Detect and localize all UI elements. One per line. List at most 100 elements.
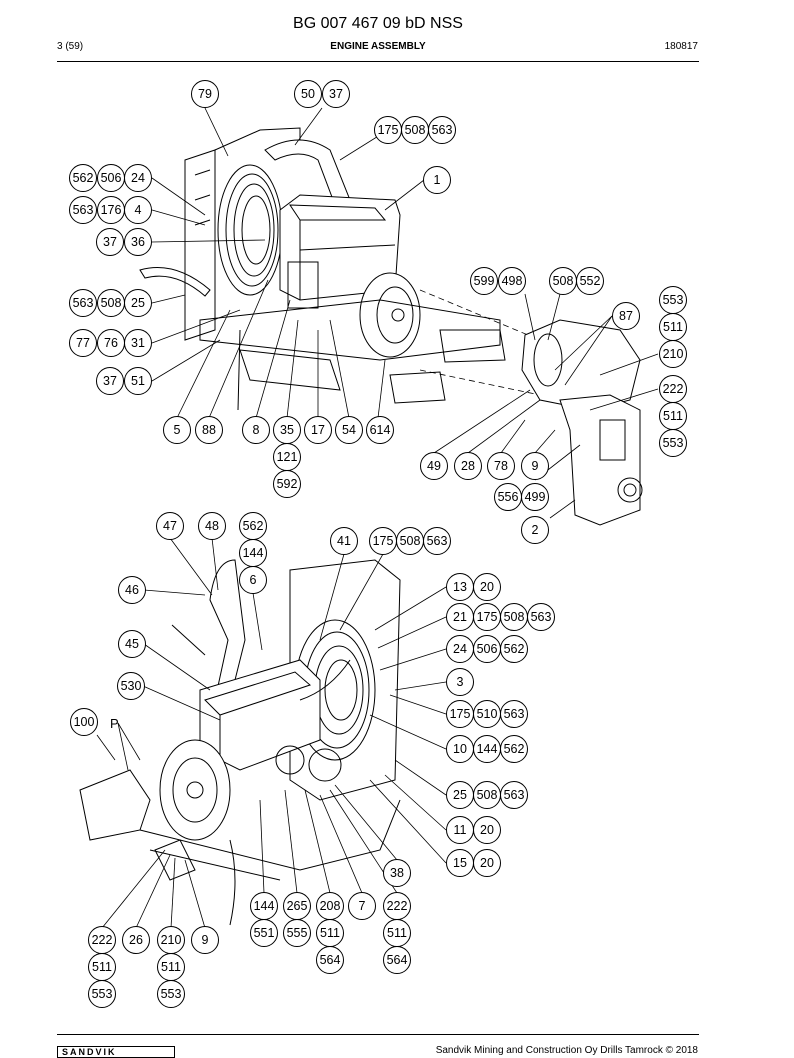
callout-number: 87 xyxy=(619,309,633,323)
callout-number: 13 xyxy=(453,580,467,594)
top-callout-175: 175 xyxy=(374,116,402,144)
header-rule xyxy=(57,61,699,62)
callout-number: 3 xyxy=(457,675,464,689)
callout-number: 563 xyxy=(73,203,94,217)
bottom-callout-144: 144 xyxy=(250,892,278,920)
callout-circle xyxy=(191,926,219,954)
callout-number: 511 xyxy=(161,960,181,974)
callout-number: 511 xyxy=(387,926,407,940)
callout-number: 28 xyxy=(461,459,475,473)
bottom-callout-9: 9 xyxy=(191,926,219,954)
top-callout-1: 1 xyxy=(423,166,451,194)
callout-circle xyxy=(124,289,152,317)
top-callout-25: 25 xyxy=(124,289,152,317)
bottom-callout-510: 510 xyxy=(473,700,501,728)
top-callout-5: 5 xyxy=(163,416,191,444)
top-callout-506: 506 xyxy=(97,164,125,192)
bottom-callout-210: 210 xyxy=(157,926,185,954)
bottom-callout-20: 20 xyxy=(473,849,501,877)
callout-number: 38 xyxy=(390,866,404,880)
bottom-callout-511: 511 xyxy=(157,953,185,981)
callout-number: 553 xyxy=(663,436,684,450)
top-callout-37: 37 xyxy=(322,80,350,108)
callout-number: 11 xyxy=(454,823,467,837)
top-callout-17: 17 xyxy=(304,416,332,444)
callout-circle xyxy=(88,980,116,1008)
bottom-callout-3: 3 xyxy=(446,668,474,696)
top-callout-563: 563 xyxy=(428,116,456,144)
callout-circle xyxy=(423,527,451,555)
callout-number: 564 xyxy=(320,953,341,967)
callout-number: 10 xyxy=(453,742,467,756)
callout-circle xyxy=(195,416,223,444)
top-callout-556: 556 xyxy=(494,483,522,511)
callout-number: 564 xyxy=(387,953,408,967)
top-callout-599: 599 xyxy=(470,267,498,295)
top-callout-592: 592 xyxy=(273,470,301,498)
callout-circle xyxy=(163,416,191,444)
top-callout-37: 37 xyxy=(96,367,124,395)
top-callout-553: 553 xyxy=(659,286,687,314)
bottom-callout-175: 175 xyxy=(473,603,501,631)
callout-number: 551 xyxy=(254,926,275,940)
callout-number: 499 xyxy=(525,490,546,504)
top-callout-552: 552 xyxy=(576,267,604,295)
callout-number: 7 xyxy=(359,899,366,913)
top-callout-28: 28 xyxy=(454,452,482,480)
top-callout-499: 499 xyxy=(521,483,549,511)
callout-circle xyxy=(498,267,526,295)
callout-number: 553 xyxy=(161,987,182,1001)
callout-number: 31 xyxy=(131,336,145,350)
top-engine-illustration xyxy=(139,127,643,526)
callout-number: 37 xyxy=(103,374,117,388)
callout-circle xyxy=(250,919,278,947)
bottom-callout-508: 508 xyxy=(500,603,528,631)
top-callout-498: 498 xyxy=(498,267,526,295)
callout-number: 121 xyxy=(277,450,298,464)
bottom-callout-175: 175 xyxy=(446,700,474,728)
top-callout-35: 35 xyxy=(273,416,301,444)
footer-copyright: Sandvik Mining and Construction Oy Drill… xyxy=(435,1045,698,1056)
callout-circle xyxy=(69,196,97,224)
callout-number: 176 xyxy=(101,203,122,217)
top-callout-210: 210 xyxy=(659,340,687,368)
callout-number: 25 xyxy=(131,296,145,310)
callout-number: 552 xyxy=(580,274,601,288)
callout-number: 8 xyxy=(253,423,260,437)
callout-circle xyxy=(420,452,448,480)
bottom-callout-46: 46 xyxy=(118,576,146,604)
top-callout-50: 50 xyxy=(294,80,322,108)
bottom-callout-21: 21 xyxy=(446,603,474,631)
callout-circle xyxy=(612,302,640,330)
bottom-callout-20: 20 xyxy=(473,573,501,601)
document-date: 180817 xyxy=(664,41,698,52)
callout-number: 175 xyxy=(450,707,471,721)
page-number: 3 (59) xyxy=(57,41,84,52)
callout-circle xyxy=(316,946,344,974)
bottom-callout-555: 555 xyxy=(283,919,311,947)
callout-number: 4 xyxy=(135,203,142,217)
callout-number: 37 xyxy=(329,87,343,101)
bottom-callout-15: 15 xyxy=(446,849,474,877)
callout-circle xyxy=(124,196,152,224)
callout-number: 562 xyxy=(504,742,525,756)
callout-circle xyxy=(348,892,376,920)
callout-number: 511 xyxy=(320,926,340,940)
top-callout-563: 563 xyxy=(69,196,97,224)
callout-number: 20 xyxy=(480,856,494,870)
top-callout-2: 2 xyxy=(521,516,549,544)
bottom-callout-11: 11 xyxy=(446,816,474,844)
part-label-p: P xyxy=(110,716,119,731)
callout-circle xyxy=(521,452,549,480)
callout-circle xyxy=(383,946,411,974)
bottom-callout-508: 508 xyxy=(396,527,424,555)
bottom-callout-208: 208 xyxy=(316,892,344,920)
callout-circle xyxy=(124,228,152,256)
section-title: ENGINE ASSEMBLY xyxy=(330,41,426,52)
top-callout-614: 614 xyxy=(366,416,394,444)
callout-number: 222 xyxy=(387,899,408,913)
top-callout-76: 76 xyxy=(97,329,125,357)
callout-circle xyxy=(69,164,97,192)
callout-number: 508 xyxy=(553,274,574,288)
callout-number: 175 xyxy=(477,610,498,624)
